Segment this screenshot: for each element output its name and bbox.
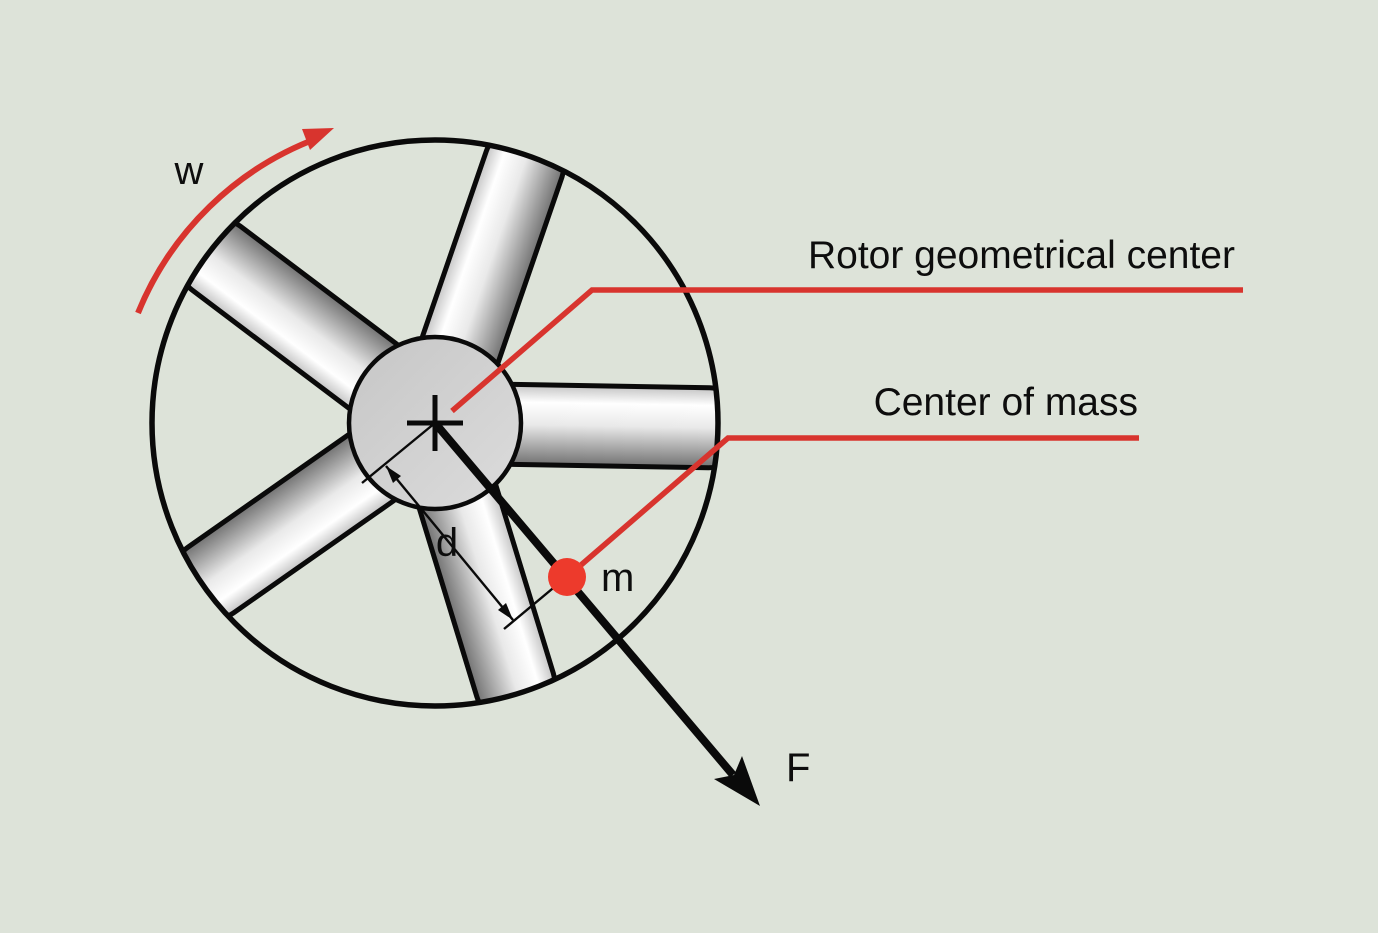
angular-velocity-arrowhead-icon <box>302 128 334 150</box>
rotor-rim <box>149 137 721 709</box>
force-label: F <box>786 746 810 790</box>
center-of-mass-label: Center of mass <box>874 381 1138 424</box>
angular-velocity-arc <box>135 135 320 315</box>
angular-velocity-label: w <box>174 149 204 193</box>
rotor-center-leader-line <box>450 287 1243 414</box>
center-of-mass-leader-line <box>579 435 1139 568</box>
mass-label: m <box>601 556 634 600</box>
dimension-arrowhead-upper-icon <box>386 466 401 483</box>
force-arrow <box>431 420 760 806</box>
mass-dot <box>548 558 586 596</box>
fan-blade-right <box>484 381 716 471</box>
dimension-line <box>385 465 514 621</box>
force-arrow-shaft <box>431 420 737 778</box>
distance-label: d <box>436 521 458 565</box>
force-arrowhead-icon <box>714 756 760 806</box>
rotor-center-label: Rotor geometrical center <box>808 234 1235 277</box>
dimension-extension-line-center <box>361 422 436 484</box>
dimension-arrowhead-lower-icon <box>498 603 513 620</box>
angular-velocity-arrow <box>135 128 334 315</box>
